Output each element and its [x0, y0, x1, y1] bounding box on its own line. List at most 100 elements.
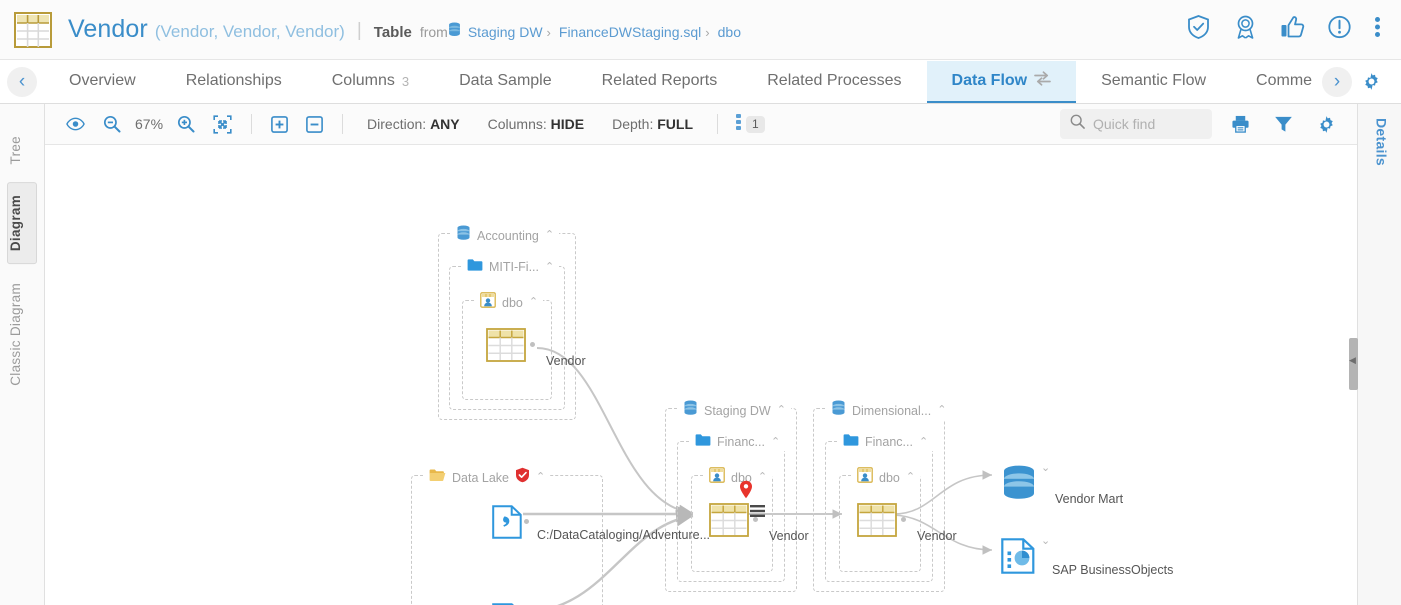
diagram-group-dim-folder[interactable]: Financ...⌃: [825, 433, 934, 582]
group-header-dim-folder[interactable]: Financ...⌃: [838, 433, 934, 451]
search-input[interactable]: [1093, 116, 1202, 132]
group-header-dimensional[interactable]: Dimensional...⌃: [826, 400, 952, 421]
sidebar-item-tree[interactable]: Tree: [8, 136, 23, 165]
fit-to-screen-icon[interactable]: [204, 109, 241, 139]
kebab-menu-icon[interactable]: [1374, 14, 1381, 45]
tab-relationships[interactable]: Relationships: [161, 61, 307, 103]
diagram-node-n-vendor-mart[interactable]: ⌄Vendor Mart: [1001, 462, 1123, 508]
visibility-eye-icon[interactable]: [57, 109, 94, 139]
from-label: from: [419, 24, 448, 40]
certified-shield-icon[interactable]: [1186, 14, 1211, 45]
diagram-group-acct-dbo[interactable]: dbo ⌃: [462, 292, 552, 400]
diagram-node-n-acct-vendor[interactable]: Vendor: [486, 325, 586, 370]
diagram-group-stg-folder[interactable]: Financ...⌃: [677, 433, 786, 582]
group-header-stagingdw[interactable]: Staging DW ⌃: [678, 400, 791, 421]
columns-filter[interactable]: Columns: HIDE: [474, 116, 598, 132]
collapse-chevron-icon[interactable]: ⌃: [905, 471, 916, 483]
diagram-group-datalake[interactable]: Data Lake⌃: [411, 467, 603, 605]
tab-semantic-flow[interactable]: Semantic Flow: [1076, 61, 1231, 103]
details-tab[interactable]: Details: [1373, 118, 1390, 167]
sidebar-item-diagram[interactable]: Diagram: [7, 182, 37, 265]
group-header-datalake[interactable]: Data Lake⌃: [424, 467, 551, 488]
gear-icon[interactable]: [1308, 109, 1345, 139]
toolbar-divider: [251, 114, 253, 134]
direction-filter[interactable]: Direction: ANY: [353, 116, 474, 132]
diagram-node-n-csv1[interactable]: C:/DataCataloging/Adventure...: [492, 505, 710, 544]
tab-related-processes[interactable]: Related Processes: [742, 61, 926, 103]
print-icon[interactable]: [1222, 109, 1259, 139]
collapse-chevron-icon[interactable]: ⌃: [757, 471, 768, 483]
collapse-chevron-icon[interactable]: ⌃: [544, 229, 555, 241]
diagram-node-n-sap-bo[interactable]: ⌄SAP BusinessObjects: [1001, 535, 1173, 579]
diagram-group-dim-dbo[interactable]: dbo⌃: [839, 467, 921, 572]
group-header-acct-dbo[interactable]: dbo ⌃: [475, 292, 544, 313]
collapse-all-icon[interactable]: [297, 109, 332, 139]
tab-data-sample[interactable]: Data Sample: [434, 61, 577, 103]
options-menu-button[interactable]: 1: [728, 113, 773, 136]
diagram-node-n-dim-vendor[interactable]: Vendor: [857, 500, 957, 545]
collapse-chevron-icon[interactable]: ⌃: [776, 404, 786, 416]
diagram-group-stagingdw[interactable]: Staging DW ⌃: [665, 400, 797, 592]
filter-funnel-icon[interactable]: [1265, 109, 1302, 139]
tab-label: Columns: [331, 72, 395, 89]
group-header-stg-dbo[interactable]: dbo⌃: [704, 467, 773, 488]
tab-label: Semantic Flow: [1101, 72, 1207, 89]
breadcrumb-item-1[interactable]: FinanceDWStaging.sql: [558, 24, 702, 40]
breadcrumb-separator: ›: [705, 25, 710, 40]
group-header-dim-dbo[interactable]: dbo⌃: [852, 467, 921, 488]
panel-resize-handle[interactable]: [1349, 338, 1358, 390]
tabs-scroll-right-button[interactable]: ›: [1322, 66, 1352, 97]
node-chevron-icon[interactable]: ⌄: [1041, 462, 1051, 474]
node-chevron-icon[interactable]: ⌄: [1041, 535, 1051, 547]
expand-all-icon[interactable]: [262, 109, 297, 139]
award-ribbon-icon[interactable]: [1233, 14, 1258, 45]
collapse-chevron-icon[interactable]: ⌃: [770, 435, 781, 448]
red-pin-icon[interactable]: [739, 480, 753, 504]
schema-user-icon: [857, 467, 873, 488]
diagram-group-stg-dbo[interactable]: dbo⌃: [691, 467, 773, 572]
collapse-chevron-icon[interactable]: ⌃: [937, 404, 947, 416]
tabs-scroll-left-button[interactable]: ‹: [0, 60, 44, 103]
diagram-canvas-wrapper: 67% Direction: ANY Columns: H: [45, 104, 1357, 605]
zoom-in-icon[interactable]: [168, 109, 204, 139]
breadcrumb-item-2[interactable]: dbo: [717, 24, 741, 40]
group-header-acct-folder[interactable]: MITI-Fi...⌃: [462, 258, 560, 276]
app-header: Vendor (Vendor, Vendor, Vendor) | Table …: [0, 0, 1401, 60]
diagram-group-accounting[interactable]: Accounting⌃: [438, 225, 576, 420]
diagram-group-dimensional[interactable]: Dimensional...⌃: [813, 400, 952, 592]
tab-label: Overview: [69, 72, 136, 89]
group-title: Staging DW: [704, 403, 771, 418]
group-header-accounting[interactable]: Accounting⌃: [451, 225, 560, 246]
group-header-stg-folder[interactable]: Financ...⌃: [690, 433, 786, 451]
zoom-out-icon[interactable]: [94, 109, 130, 139]
view-mode-rail: Tree Diagram Classic Diagram: [0, 104, 45, 605]
database-icon: [683, 400, 698, 421]
tab-data-flow[interactable]: Data Flow: [926, 61, 1077, 103]
collapse-chevron-icon[interactable]: ⌃: [545, 260, 555, 273]
tab-related-reports[interactable]: Related Reports: [577, 61, 743, 103]
collapse-chevron-icon[interactable]: ⌃: [918, 435, 929, 448]
chevron-left-icon: ‹: [7, 66, 37, 97]
sidebar-item-classic-diagram[interactable]: Classic Diagram: [8, 282, 23, 386]
collapse-chevron-icon[interactable]: ⌃: [535, 471, 546, 483]
tab-comme[interactable]: Comme: [1231, 61, 1322, 103]
tab-overview[interactable]: Overview: [44, 61, 161, 103]
diagram-node-n-stg-vendor[interactable]: Vendor: [709, 480, 809, 545]
depth-filter[interactable]: Depth: FULL: [598, 116, 707, 132]
warning-circle-icon[interactable]: [1327, 14, 1352, 45]
gear-icon[interactable]: [1356, 72, 1387, 91]
group-title: dbo: [502, 295, 523, 310]
thumbs-up-icon[interactable]: [1280, 14, 1305, 45]
quick-find-box[interactable]: [1060, 109, 1212, 139]
breadcrumb-item-0[interactable]: Staging DW: [467, 24, 543, 40]
collapse-chevron-icon[interactable]: ⌃: [528, 296, 539, 308]
page-title: Vendor (Vendor, Vendor, Vendor) | Table …: [68, 15, 741, 44]
list-lines-icon[interactable]: [750, 505, 765, 524]
details-panel-rail: Details: [1357, 104, 1401, 605]
diagram-group-acct-folder[interactable]: MITI-Fi...⌃: [449, 258, 565, 410]
data-flow-diagram[interactable]: Accounting⌃MITI-Fi...⌃dbo⌃Data Lake⌃Stag…: [45, 145, 1357, 605]
node-connector-port: [524, 519, 529, 524]
node-label: Vendor: [546, 354, 586, 368]
